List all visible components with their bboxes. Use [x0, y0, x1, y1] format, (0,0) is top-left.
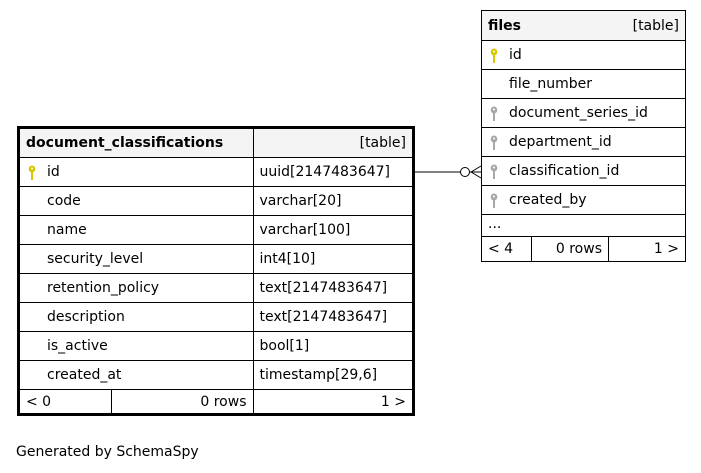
column-row: id	[481, 40, 686, 70]
table-name: files	[481, 10, 609, 41]
children-count: 1 >	[252, 389, 414, 415]
column-type: varchar[20]	[252, 186, 414, 216]
primary-key-icon	[28, 165, 36, 180]
column-name: created_by	[481, 185, 686, 215]
column-name-text: department_id	[509, 134, 612, 150]
column-row: description text[2147483647]	[18, 302, 414, 332]
table-type-label: [table]	[608, 10, 686, 41]
column-name: file_number	[481, 69, 686, 99]
document-classifications-table: document_classifications [table] id uuid[…	[17, 126, 415, 416]
foreign-key-icon	[490, 106, 498, 121]
foreign-key-icon	[490, 164, 498, 179]
files-table: files [table] id file_number document_seri…	[481, 10, 686, 262]
parents-count: < 0	[17, 389, 113, 415]
column-row: retention_policy text[2147483647]	[18, 273, 414, 303]
parents-count: < 4	[481, 236, 532, 262]
table-name: document_classifications	[18, 127, 254, 158]
column-name-text: document_series_id	[509, 105, 648, 121]
column-name-text: security_level	[47, 251, 144, 267]
column-name: id	[481, 40, 686, 70]
column-row: code varchar[20]	[18, 186, 414, 216]
column-row: security_level int4[10]	[18, 244, 414, 274]
column-name: is_active	[18, 331, 254, 361]
column-name: name	[18, 215, 254, 245]
column-row: classification_id	[481, 156, 686, 186]
primary-key-icon	[490, 48, 498, 63]
column-name-text: is_active	[47, 338, 108, 354]
column-row: id uuid[2147483647]	[18, 157, 414, 187]
column-row: is_active bool[1]	[18, 331, 414, 361]
column-name: code	[18, 186, 254, 216]
column-name: created_at	[18, 360, 254, 390]
column-type: int4[10]	[252, 244, 414, 274]
column-row: file_number	[481, 69, 686, 99]
foreign-key-icon	[490, 193, 498, 208]
more-columns-row: ...	[481, 214, 686, 237]
children-count: 1 >	[608, 236, 686, 262]
table-header: document_classifications [table]	[18, 127, 414, 158]
column-name-text: classification_id	[509, 163, 620, 179]
column-name-text: name	[47, 222, 87, 238]
column-name: id	[18, 157, 254, 187]
column-name-text: created_at	[47, 367, 122, 383]
column-name-text: id	[47, 164, 60, 180]
column-row: created_at timestamp[29,6]	[18, 360, 414, 390]
column-type: text[2147483647]	[252, 273, 414, 303]
column-name-text: description	[47, 309, 125, 325]
column-name: document_series_id	[481, 98, 686, 128]
column-name: description	[18, 302, 254, 332]
table-type-label: [table]	[252, 127, 414, 158]
column-row: name varchar[100]	[18, 215, 414, 245]
column-name-text: retention_policy	[47, 280, 160, 296]
column-type: text[2147483647]	[252, 302, 414, 332]
generated-by-label: Generated by SchemaSpy	[16, 444, 199, 460]
column-name-text: code	[47, 193, 81, 209]
column-row: department_id	[481, 127, 686, 157]
column-type: uuid[2147483647]	[252, 157, 414, 187]
row-count: 0 rows	[530, 236, 609, 262]
column-name: security_level	[18, 244, 254, 274]
column-name-text: file_number	[509, 76, 592, 92]
column-name-text: created_by	[509, 192, 587, 208]
column-row: created_by	[481, 185, 686, 215]
more-columns-ellipsis: ...	[481, 214, 686, 237]
row-count: 0 rows	[111, 389, 254, 415]
column-name: retention_policy	[18, 273, 254, 303]
foreign-key-icon	[490, 135, 498, 150]
column-type: varchar[100]	[252, 215, 414, 245]
column-type: bool[1]	[252, 331, 414, 361]
column-row: document_series_id	[481, 98, 686, 128]
column-name-text: id	[509, 47, 522, 63]
column-name: department_id	[481, 127, 686, 157]
column-type: timestamp[29,6]	[252, 360, 414, 390]
table-header: files [table]	[481, 10, 686, 41]
column-name: classification_id	[481, 156, 686, 186]
